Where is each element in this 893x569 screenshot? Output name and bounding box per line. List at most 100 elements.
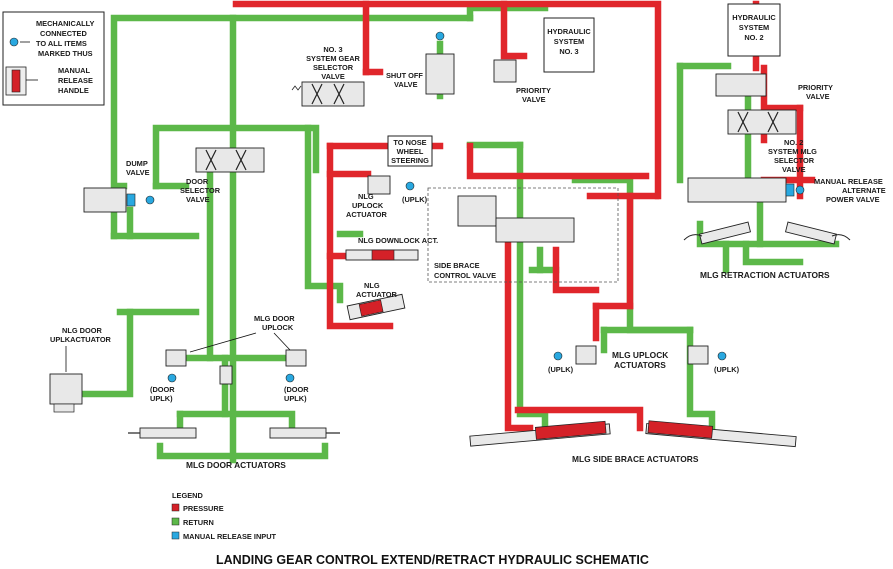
key-box: MECHANICALLY CONNECTED TO ALL ITEMS MARK… [2,11,105,106]
hyd2-l2: SYSTEM [739,23,769,32]
no2-system-mlg-selector-valve: NO. 2 SYSTEM MLG SELECTOR VALVE [727,109,817,174]
door-sel-l2: SELECTOR [180,186,221,195]
svg-text:NO. 2: NO. 2 [744,33,763,42]
svg-text:NLG: NLG [358,192,374,201]
svg-text:MARKED THUS: MARKED THUS [38,49,93,58]
svg-text:HYDRAULIC: HYDRAULIC [547,27,591,36]
svg-text:SELECTOR: SELECTOR [180,186,221,195]
mlg-retraction-label: MLG RETRACTION ACTUATORS [700,270,830,280]
dump-l2: VALVE [126,168,150,177]
priority-valve-2: PRIORITY VALVE [715,73,833,101]
key-mech-line4: MARKED THUS [38,49,93,58]
door-sel-l3: VALVE [186,195,210,204]
svg-text:SHUT OFF: SHUT OFF [386,71,423,80]
nlg-uplock-l1: NLG [358,192,374,201]
svg-text:VALVE: VALVE [394,80,418,89]
key-handle-line3: HANDLE [58,86,89,95]
svg-text:MANUAL RELEASE: MANUAL RELEASE [814,177,883,186]
svg-text:UPLK): UPLK) [284,394,307,403]
svg-text:MLG RETRACTION ACTUATORS: MLG RETRACTION ACTUATORS [700,270,830,280]
svg-text:ACTUATOR: ACTUATOR [346,210,387,219]
uplk-nlg: (UPLK) [402,195,428,204]
svg-text:(UPLK): (UPLK) [548,365,574,374]
door-uplk-right-manual-icon [285,373,295,383]
svg-text:MLG DOOR: MLG DOOR [254,314,295,323]
hydraulic-system-2-box: HYDRAULIC SYSTEM NO. 2 [727,3,781,57]
nlg-uplock-l3: ACTUATOR [346,210,387,219]
svg-text:RETURN: RETURN [183,518,214,527]
door-uplk-left-l2: UPLK) [150,394,173,403]
alt-power-manual-icon [795,185,805,195]
legend-return-label: RETURN [183,518,214,527]
svg-text:MECHANICALLY: MECHANICALLY [36,19,95,28]
side-brace-control-valve: SIDE BRACE CONTROL VALVE [427,187,619,283]
shut-off-valve: SHUT OFF VALVE [386,31,455,95]
nlg-door-l2: UPLKACTUATOR [50,335,112,344]
mlg-uplock-actuators: (UPLK) (UPLK) MLG UPLOCK ACTUATORS [548,345,740,374]
legend-heading: LEGEND [172,491,203,500]
hyd2-l3: NO. 2 [744,33,763,42]
svg-text:STEERING: STEERING [391,156,429,165]
hyd3-l1: HYDRAULIC [547,27,591,36]
dump-manual-icon [145,195,155,205]
svg-text:CONNECTED: CONNECTED [40,29,87,38]
svg-text:(UPLK): (UPLK) [402,195,428,204]
legend-pressure-label: PRESSURE [183,504,224,513]
svg-text:UPLK): UPLK) [150,394,173,403]
door-uplk-right-l1: (DOOR [284,385,309,394]
svg-text:SELECTOR: SELECTOR [313,63,354,72]
nlg-downlock-actuator: NLG DOWNLOCK ACT. [345,236,438,261]
svg-text:RELEASE: RELEASE [58,76,93,85]
mlg-uplock-l2: ACTUATORS [614,360,666,370]
svg-text:DUMP: DUMP [126,159,148,168]
svg-text:NLG: NLG [364,281,380,290]
no3-selector-l1: NO. 3 [323,45,342,54]
nlg-uplock-l2: UPLOCK [352,201,384,210]
key-handle-line2: RELEASE [58,76,93,85]
priority3-l1: PRIORITY [516,86,551,95]
svg-text:TO ALL ITEMS: TO ALL ITEMS [36,39,87,48]
nlg-door-l1: NLG DOOR [62,326,102,335]
key-handle-line1: MANUAL [58,66,91,75]
legend-manual-swatch [171,531,180,540]
hyd3-l3: NO. 3 [559,47,578,56]
side-brace-act-label: MLG SIDE BRACE ACTUATORS [572,454,699,464]
nlg-actuator: NLG ACTUATOR [346,281,406,321]
manual-release-symbol-icon [9,37,19,47]
door-sel-l1: DOOR [186,177,209,186]
nose-wheel-steering-box: TO NOSE WHEEL STEERING [387,135,433,167]
nlg-door-uplock-actuator: NLG DOOR UPLKACTUATOR [49,326,112,413]
svg-text:ACTUATORS: ACTUATORS [614,360,666,370]
svg-text:MANUAL RELEASE INPUT: MANUAL RELEASE INPUT [183,532,277,541]
svg-text:LEGEND: LEGEND [172,491,203,500]
no3-selector-l4: VALVE [321,72,345,81]
side-brace-l2: CONTROL VALVE [434,271,496,280]
alt-l3: POWER VALVE [826,195,880,204]
legend: LEGEND PRESSURE RETURN MANUAL RELEASE IN… [171,491,277,541]
svg-text:NO. 3: NO. 3 [559,47,578,56]
no2-sel-l2: SYSTEM MLG [768,147,817,156]
hydraulic-system-3-box: HYDRAULIC SYSTEM NO. 3 [543,17,595,73]
dump-l1: DUMP [126,159,148,168]
hyd2-l1: HYDRAULIC [732,13,776,22]
svg-text:VALVE: VALVE [126,168,150,177]
key-mech-line2: CONNECTED [40,29,87,38]
mlg-uplk-right: (UPLK) [714,365,740,374]
svg-text:NO. 3: NO. 3 [323,45,342,54]
door-uplk-left-manual-icon [167,373,177,383]
no2-sel-l4: VALVE [782,165,806,174]
alt-l2: ALTERNATE [842,186,886,195]
svg-text:VALVE: VALVE [186,195,210,204]
svg-text:SYSTEM GEAR: SYSTEM GEAR [306,54,360,63]
side-brace-l1: SIDE BRACE [434,261,480,270]
svg-text:MLG SIDE BRACE ACTUATORS: MLG SIDE BRACE ACTUATORS [572,454,699,464]
svg-text:MLG UPLOCK: MLG UPLOCK [612,350,668,360]
svg-text:VALVE: VALVE [321,72,345,81]
svg-text:SYSTEM: SYSTEM [739,23,769,32]
no3-selector-l3: SELECTOR [313,63,354,72]
svg-text:LANDING GEAR CONTROL EXTEND/RE: LANDING GEAR CONTROL EXTEND/RETRACT HYDR… [216,553,649,567]
nws-l2: WHEEL [397,147,424,156]
mlg-side-brace-actuators: MLG SIDE BRACE ACTUATORS [469,420,797,464]
svg-text:PRIORITY: PRIORITY [798,83,833,92]
page-title: LANDING GEAR CONTROL EXTEND/RETRACT HYDR… [216,553,649,567]
